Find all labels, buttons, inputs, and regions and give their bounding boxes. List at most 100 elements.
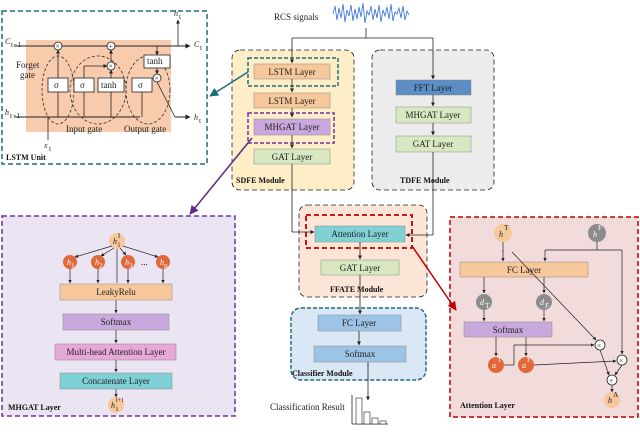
mhgat-node-n (156, 255, 170, 269)
svg-text:×: × (155, 74, 159, 83)
svg-text:i: i (118, 240, 120, 249)
sdfe-mhgat-layer-label: MHGAT Layer (264, 122, 319, 132)
svg-text:F: F (545, 301, 549, 310)
mhgat-node-1 (63, 255, 77, 269)
svg-text:t−1: t−1 (10, 111, 20, 120)
attention-panel: h T h F FC Layer d T d F Softmax a T (449, 216, 639, 418)
attn-ht-node (494, 224, 512, 242)
attn-fc-layer (459, 261, 589, 278)
mhgat-multihead-layer (54, 343, 177, 361)
ffate-module: Attention Layer GAT Layer FFATE Module (298, 204, 428, 298)
sdfe-gat-layer-label: GAT Layer (272, 152, 313, 162)
lstm-zoom-arrow (209, 71, 249, 97)
tdfe-gat-layer (395, 135, 472, 153)
c-next-label: C (194, 40, 200, 49)
svg-text:×: × (109, 62, 113, 71)
input-gate-label: Input gate (66, 124, 102, 134)
result-bar-1 (355, 397, 363, 425)
classification-result: Classification Result (270, 395, 388, 425)
sdfe-module: LSTM Layer LSTM Layer MHGAT Layer GAT La… (231, 49, 355, 191)
svg-text:T: T (504, 223, 509, 232)
svg-text:h: h (67, 258, 71, 267)
mhgat-multihead-label: Multi-head Attention Layer (67, 347, 166, 357)
tdfe-gat-layer-label: GAT Layer (413, 139, 454, 149)
svg-text:×: × (619, 356, 623, 365)
lstm-unit: σ σ tanh σ tanh × + × × C t−1 C (1, 9, 208, 165)
input-sigma-label: σ (80, 80, 85, 90)
svg-text:i: i (116, 404, 118, 413)
rcs-signal-label: RCS signals (274, 12, 319, 22)
svg-text:+: + (609, 376, 613, 385)
svg-text:a: a (522, 361, 526, 370)
svg-text:T: T (497, 355, 502, 364)
attn-af-node (518, 357, 534, 373)
tdfe-module: FFT Layer MHGAT Layer GAT Layer TDFE Mod… (371, 49, 495, 191)
ffate-gat-layer-label: GAT Layer (340, 263, 381, 273)
forget-sigma-label: σ (54, 80, 59, 90)
cell-tanh-label: tanh (147, 56, 163, 66)
svg-text:T: T (485, 301, 490, 310)
svg-text:l: l (118, 231, 120, 240)
svg-text:t: t (200, 43, 203, 52)
ffate-title: FFATE Module (330, 285, 384, 294)
svg-text:h: h (499, 230, 503, 239)
mhgat-node-2 (91, 255, 105, 269)
classification-result-label: Classification Result (270, 402, 345, 412)
h-prev-label: h (5, 108, 9, 117)
svg-text:h: h (113, 237, 117, 246)
mhgat-output-node (108, 397, 124, 413)
h-top-label: h (174, 9, 178, 18)
attn-dt-node (476, 294, 492, 310)
ffate-frame (298, 204, 428, 298)
svg-text:×: × (597, 341, 601, 350)
lstm-unit-title: LSTM Unit (6, 153, 46, 162)
c-prev-label: C (5, 37, 11, 46)
forget-gate-label-line1: Forget (16, 60, 40, 70)
svg-text:3: 3 (129, 261, 133, 270)
tdfe-mhgat-layer-label: MHGAT Layer (405, 110, 460, 120)
attn-at-node (488, 357, 504, 373)
classifier-fc-layer-label: FC Layer (342, 318, 376, 328)
forget-gate-label-line2: gate (20, 70, 35, 80)
svg-text:h: h (125, 258, 129, 267)
result-bar-4 (379, 420, 387, 425)
mhgat-node-3 (121, 255, 135, 269)
ffate-attention-layer-label: Attention Layer (331, 229, 388, 239)
attn-softmax-label: Softmax (493, 325, 524, 335)
mhgat-leakyrelu-label: LeakyRelu (96, 287, 136, 297)
svg-text:h: h (111, 401, 115, 410)
result-bar-3 (371, 417, 379, 425)
rcs-signal: RCS signals (274, 2, 410, 24)
svg-text:h: h (95, 258, 99, 267)
attn-df-node (536, 294, 552, 310)
result-bar-2 (363, 411, 371, 425)
classifier-title: Classifier Module (292, 369, 353, 378)
attention-zoom-arrow (411, 245, 457, 311)
output-sigma-label: σ (138, 80, 143, 90)
sdfe-title: SDFE Module (236, 176, 285, 185)
svg-text:a: a (492, 361, 496, 370)
svg-text:2: 2 (99, 261, 103, 270)
x-input-label: x (43, 141, 48, 150)
sdfe-lstm-layer-1-label: LSTM Layer (268, 67, 315, 77)
svg-text:t: t (179, 12, 182, 21)
svg-text:l+1: l+1 (116, 398, 124, 404)
classifier-softmax-layer-label: Softmax (345, 349, 376, 359)
classifier-softmax-layer (313, 345, 407, 363)
tdfe-title: TDFE Module (400, 176, 450, 185)
svg-text:d: d (540, 298, 545, 307)
classifier-module: FC Layer Softmax Classifier Module (290, 307, 427, 381)
h-next-label: h (194, 113, 198, 122)
mhgat-panel: h i l h 1 h 2 h 3 ... h n LeakyRelu Soft… (1, 215, 236, 417)
sdfe-mhgat-highlight (247, 112, 335, 144)
attention-title: Attention Layer (460, 401, 515, 410)
svg-text:t: t (199, 116, 202, 125)
ffate-attention-highlight (305, 214, 413, 249)
attn-ha-node (604, 392, 620, 408)
mhgat-softmax-label: Softmax (101, 317, 132, 327)
svg-text:t−1: t−1 (11, 40, 21, 49)
output-gate-label: Output gate (124, 124, 166, 134)
svg-text:1: 1 (71, 261, 75, 270)
svg-text:h: h (160, 258, 164, 267)
mhgat-title: MHGAT Layer (8, 403, 61, 412)
